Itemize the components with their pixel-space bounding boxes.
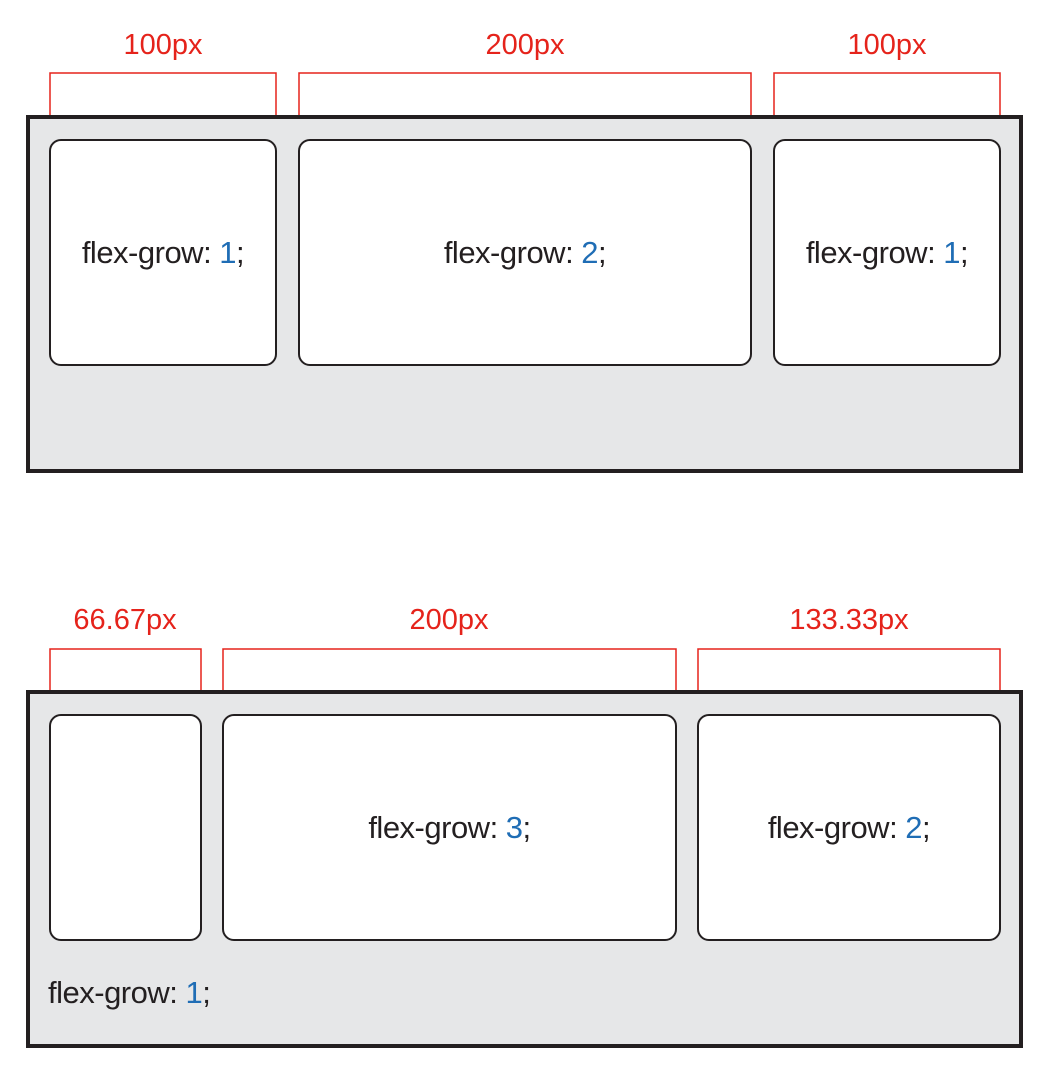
- flex-item-3: flex-grow: 1;: [773, 139, 1001, 366]
- dimension-label-2: 200px: [485, 29, 565, 61]
- dimension-label-3: 100px: [847, 29, 927, 61]
- flex-item-1-external-label: flex-grow: 1;: [48, 975, 211, 1010]
- flex-item-label: flex-grow: 2;: [443, 234, 607, 270]
- flex-item-label: flex-grow: 2;: [767, 809, 931, 845]
- flex-item-label: flex-grow: 3;: [368, 809, 531, 845]
- flex-item-2: flex-grow: 3;: [222, 714, 677, 941]
- flex-item-1: flex-grow: 1;: [49, 139, 277, 366]
- dimension-label-3: 133.33px: [789, 604, 909, 636]
- flex-item-2: flex-grow: 2;: [298, 139, 752, 366]
- flex-item-label: flex-grow: 1;: [805, 234, 969, 270]
- flex-item-1: [49, 714, 202, 941]
- dimension-label-1: 100px: [123, 29, 203, 61]
- flex-item-3: flex-grow: 2;: [697, 714, 1001, 941]
- dimension-label-1: 66.67px: [73, 604, 177, 636]
- flex-item-label: flex-grow: 1;: [81, 234, 245, 270]
- dimension-label-2: 200px: [409, 604, 489, 636]
